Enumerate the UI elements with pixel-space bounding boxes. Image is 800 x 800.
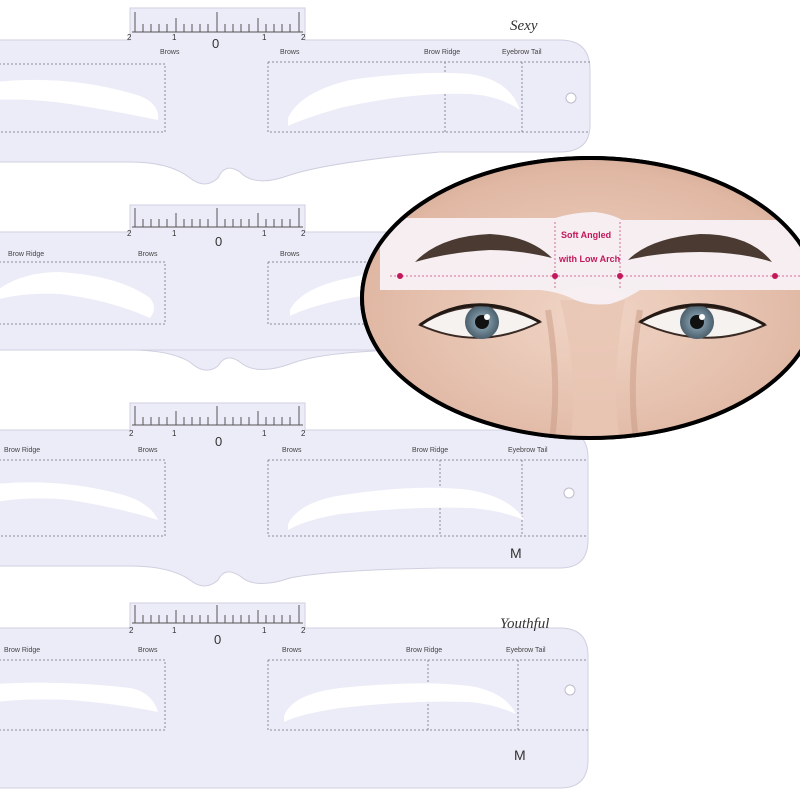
ruler-number: 1 [172,429,177,438]
model-photo-inset: Soft Angled with Low Arch [360,156,800,440]
style-card-line-2: with Low Arch [558,254,620,264]
style-label: Youthful [500,616,549,632]
brow-cutout-left [0,482,158,520]
guide-label: Brow Ridge [4,647,40,654]
stencil-body [0,602,589,789]
ruler-number: 2 [301,33,306,42]
stencil-card-4: 2 1 0 1 2 Brow Ridge Brows Brows Brow Ri… [0,602,589,789]
ruler-zero: 0 [212,36,219,51]
guide-label: Brows [160,49,180,56]
ruler-number: 1 [262,33,267,42]
guide-lines [0,659,588,731]
ruler-number: 1 [262,626,267,635]
guide-lines [0,459,588,537]
size-label: M [510,545,522,561]
style-label: Sexy [510,18,538,34]
hang-hole [563,487,575,499]
guide-label: Brows [282,647,302,654]
ruler-number: 2 [129,626,134,635]
guide-label: Brow Ridge [412,447,448,454]
guide-label: Brows [280,251,300,258]
ruler-number: 2 [127,229,132,238]
style-card-line-1: Soft Angled [561,230,611,240]
ruler-number: 1 [262,429,267,438]
ruler-number: 1 [262,229,267,238]
eyebrow-left [415,234,552,262]
eye-left [417,303,543,339]
guide-lines [0,261,420,325]
eyebrow-right [628,234,772,262]
ruler: 2 1 0 1 2 [127,208,306,249]
ruler-number: 2 [129,429,134,438]
hang-hole [564,684,576,696]
guide-label: Eyebrow Tail [506,647,546,654]
guide-label: Eyebrow Tail [502,49,542,56]
brow-cutout-left [0,272,154,318]
guide-label: Brows [138,251,158,258]
ruler-number: 2 [127,33,132,42]
guide-label: Brows [282,447,302,454]
stencil-body [0,204,421,371]
brow-cutout-left [0,79,159,120]
guide-label: Brows [138,647,158,654]
ruler-number: 2 [301,429,306,438]
ruler: 2 1 0 1 2 [129,605,306,647]
guide-label: Brow Ridge [4,447,40,454]
ruler-zero: 0 [214,632,221,647]
brow-cutout-left [0,682,158,712]
guide-label: Brows [280,49,300,56]
size-label: M [514,747,526,763]
guide-label: Brow Ridge [8,251,44,258]
guide-label: Brow Ridge [424,49,460,56]
ruler-zero: 0 [215,234,222,249]
ruler-zero: 0 [215,434,222,449]
stencil-body [0,402,589,587]
ruler-number: 1 [172,626,177,635]
brow-cutout-right [288,72,520,126]
ruler-number: 2 [301,626,306,635]
guide-label: Eyebrow Tail [508,447,548,454]
ruler-number: 2 [301,229,306,238]
ruler-number: 1 [172,229,177,238]
hang-hole [565,92,577,104]
stencil-card-2: 2 1 0 1 2 Brow Ridge Brows Brows [0,204,421,371]
brow-cutout-right [284,683,516,722]
ruler-number: 1 [172,33,177,42]
guide-lines [0,61,590,133]
guide-label: Brow Ridge [406,647,442,654]
ruler: 2 1 0 1 2 [129,406,306,449]
stencil-body [0,7,591,185]
stencil-card-3: 2 1 0 1 2 Brow Ridge Brows Brows Brow Ri… [0,402,589,587]
ruler: 2 1 0 1 2 [127,12,306,51]
eye-right [637,303,768,339]
guide-label: Brows [138,447,158,454]
brow-cutout-right [288,487,524,530]
stencil-card-1: 2 1 0 1 2 Brows Brows Brow Ridge Eyebrow… [0,7,591,185]
